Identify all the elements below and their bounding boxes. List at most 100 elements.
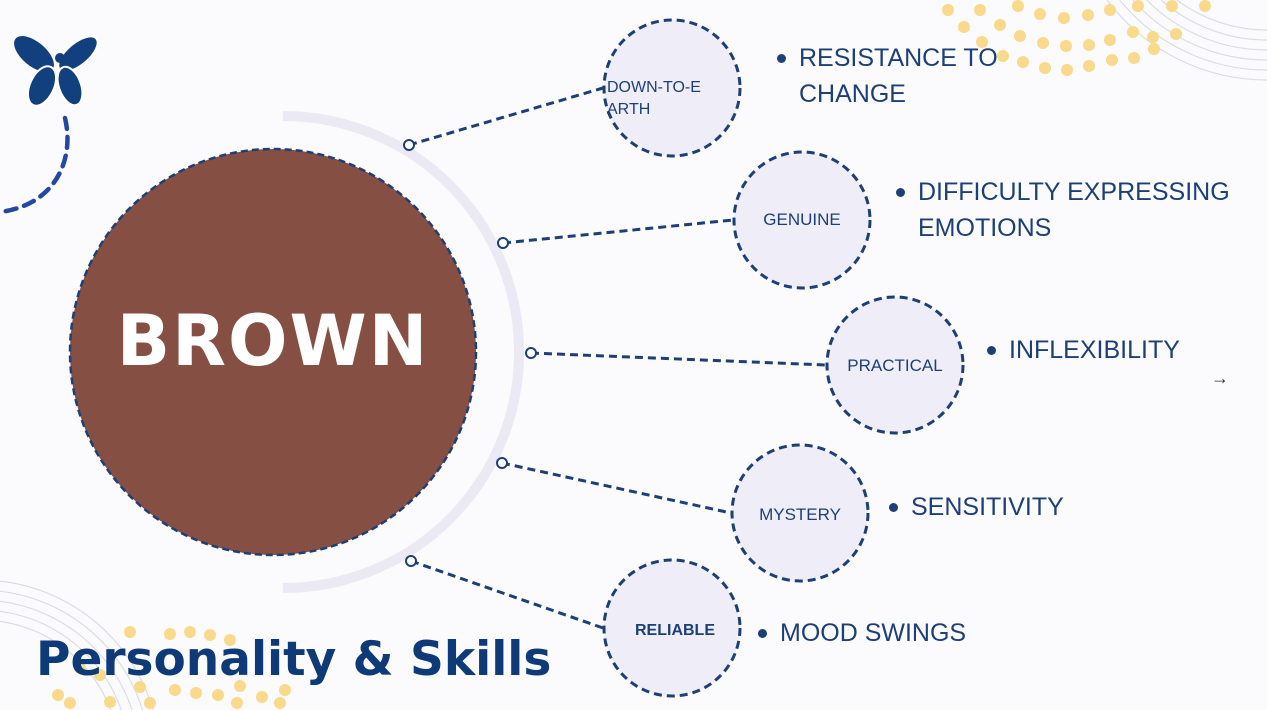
connector-line (408, 86, 604, 147)
trait-line: SENSITIVITY (911, 493, 1064, 521)
decorative-dot (234, 680, 246, 692)
decorative-dot (190, 687, 202, 699)
decorative-dot (1082, 9, 1094, 21)
trait-node-circle (602, 18, 742, 158)
connector-endpoint (525, 347, 537, 359)
node-label-mystery: MYSTERY (759, 505, 841, 524)
decorative-dot (184, 626, 196, 638)
decorative-dot (1127, 26, 1139, 38)
decorative-dot (1060, 40, 1072, 52)
trait-line: MOOD SWINGS (780, 619, 967, 647)
connector-endpoint (497, 237, 509, 249)
decorative-dot (994, 19, 1006, 31)
decorative-dot (1083, 60, 1095, 72)
decorative-dot (1017, 56, 1029, 68)
decorative-dot (224, 634, 236, 646)
decorative-ring (0, 610, 122, 710)
decorative-ring (0, 590, 144, 710)
decorative-dot (204, 629, 216, 641)
trait-line: INFLEXIBILITY (1009, 336, 1180, 364)
decorative-dot (144, 697, 156, 709)
decorative-rings-top-right (1106, 0, 1267, 81)
trait-line: EMOTIONS (918, 214, 1052, 242)
bullet-icon (896, 188, 905, 197)
decorative-dot (74, 662, 86, 674)
connector-endpoint (405, 555, 417, 567)
decorative-dot (974, 4, 986, 16)
decorative-ring (0, 600, 133, 710)
trait-line: DIFFICULTY EXPRESSING (918, 178, 1230, 206)
bullet-icon (987, 346, 996, 355)
connector-line (502, 218, 734, 245)
decorative-dot (1147, 31, 1159, 43)
trait-node-circle (730, 443, 870, 583)
decorative-dot (1083, 39, 1095, 51)
decorative-dot (1039, 62, 1051, 74)
decorative-dot (256, 691, 268, 703)
decorative-dot (1012, 0, 1024, 12)
decorative-dot (134, 681, 146, 693)
decorative-dot (64, 697, 76, 709)
bullet-icon (777, 54, 786, 63)
decorative-dot (1148, 43, 1160, 55)
page-title: Personality & Skills (36, 632, 552, 687)
decorative-dot (1058, 12, 1070, 24)
connector-line (501, 461, 732, 515)
trait-mood-swings: MOOD SWINGS (758, 615, 967, 651)
node-label-reliable: RELIABLE (635, 622, 715, 639)
decorative-dot (212, 689, 224, 701)
node-label-practical: PRACTICAL (847, 356, 943, 375)
decorative-dot (942, 4, 954, 16)
decorative-dot (1170, 28, 1182, 40)
trait-node-circle (732, 150, 872, 290)
trait-inflexibility: INFLEXIBILITY (987, 332, 1180, 368)
decorative-dots-top-right (942, 0, 1211, 76)
butterfly-logo-icon (14, 35, 99, 107)
center-label: BROWN (116, 300, 430, 382)
decorative-dot (958, 21, 970, 33)
decorative-dot (164, 628, 176, 640)
decorative-dots-bottom-left (52, 626, 291, 709)
connector-line (410, 559, 604, 630)
decorative-dot (1061, 64, 1073, 76)
connector-endpoint (403, 139, 415, 151)
decorative-dot (1106, 54, 1118, 66)
decorative-dot (1199, 0, 1211, 12)
decorative-ring (1176, 0, 1267, 31)
decorative-dot (124, 626, 136, 638)
decorative-ring (0, 620, 112, 710)
bullet-icon (889, 503, 898, 512)
decorative-dot (231, 697, 243, 709)
decorative-dot (1104, 34, 1116, 46)
decorative-dot (976, 36, 988, 48)
decorative-ring (1119, 0, 1267, 71)
decorative-ring (1132, 0, 1267, 61)
trait-node-circle (602, 558, 742, 698)
decorative-dot (1014, 30, 1026, 42)
decorative-dot (1132, 0, 1144, 12)
trait-node-circle (825, 295, 965, 435)
decorative-dot (1034, 8, 1046, 20)
decorative-ring (1106, 0, 1267, 81)
decorative-dot (94, 669, 106, 681)
decorative-dot (1166, 0, 1178, 12)
logo-dashed-trail (0, 115, 70, 215)
decorative-dot (1037, 37, 1049, 49)
decorative-dot (279, 684, 291, 696)
decorative-dot (169, 684, 181, 696)
node-label-genuine: GENUINE (763, 210, 841, 229)
brown-circle (68, 147, 478, 557)
decorative-dot (52, 689, 64, 701)
trait-difficulty-expressing-emotions: DIFFICULTY EXPRESSING EMOTIONS (896, 174, 1230, 246)
trait-line: RESISTANCE TO (799, 44, 998, 72)
next-slide-arrow-icon[interactable]: → (1211, 368, 1229, 388)
node-label-down-to-earth: DOWN-TO-EARTH (607, 77, 717, 121)
connector-endpoint (496, 457, 508, 469)
decorative-ring (1146, 0, 1267, 51)
decorative-dot (997, 50, 1009, 62)
decorative-dot (1128, 52, 1140, 64)
node-text: DOWN-TO-EARTH (607, 79, 701, 118)
trait-sensitivity: SENSITIVITY (889, 489, 1064, 525)
